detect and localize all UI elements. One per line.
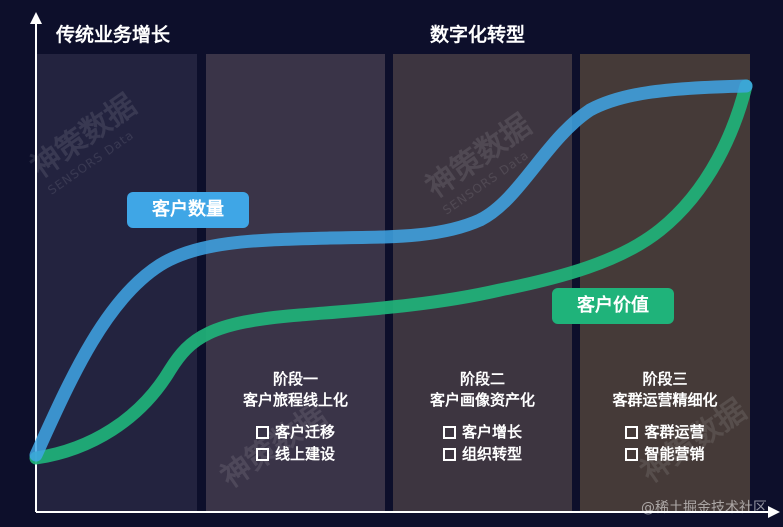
stage-three-list: 客群运营 智能营销 <box>625 421 705 465</box>
list-item: 智能营销 <box>625 443 705 465</box>
stage-one-title: 阶段一 <box>272 370 318 388</box>
stage-three-block: 阶段三 客群运营精细化 客群运营 智能营销 <box>580 369 750 467</box>
list-item-label: 客群运营 <box>644 422 705 441</box>
customer-value-label: 客户价值 <box>552 288 674 324</box>
stage-two-list: 客户增长 组织转型 <box>442 421 522 465</box>
customer-quantity-label: 客户数量 <box>127 192 249 228</box>
stage-three-band <box>580 54 750 512</box>
list-item: 组织转型 <box>442 443 522 465</box>
stage-two-title: 阶段二 <box>459 370 505 388</box>
stage-three-title: 阶段三 <box>642 370 688 388</box>
checkbox-icon <box>255 425 269 439</box>
stage-two-block: 阶段二 客户画像资产化 客户增长 组织转型 <box>393 369 572 467</box>
list-item-label: 组织转型 <box>461 444 522 463</box>
customer-quantity-curve <box>29 79 753 462</box>
customer-value-curve <box>29 79 753 465</box>
list-item-label: 线上建设 <box>274 444 335 463</box>
checkbox-icon <box>442 447 456 461</box>
list-item: 客群运营 <box>625 421 705 443</box>
checkbox-icon <box>625 447 639 461</box>
digital-transformation-heading: 数字化转型 <box>430 24 526 46</box>
stage-one-block: 阶段一 客户旅程线上化 客户迁移 线上建设 <box>206 369 385 467</box>
list-item: 线上建设 <box>255 443 335 465</box>
list-item: 客户迁移 <box>255 421 335 443</box>
stage-one-list: 客户迁移 线上建设 <box>255 421 335 465</box>
stage-one-subtitle: 客户旅程线上化 <box>242 391 348 409</box>
source-credit: @稀土掘金技术社区 <box>641 500 767 516</box>
x-axis-arrow <box>768 506 780 518</box>
list-item: 客户增长 <box>442 421 522 443</box>
checkbox-icon <box>442 425 456 439</box>
checkbox-icon <box>625 425 639 439</box>
stage-two-subtitle: 客户画像资产化 <box>429 391 535 409</box>
y-axis-arrow <box>30 12 42 24</box>
stage-three-subtitle: 客群运营精细化 <box>612 391 718 409</box>
list-item-label: 智能营销 <box>644 444 705 463</box>
traditional-growth-band <box>37 54 197 512</box>
checkbox-icon <box>255 447 269 461</box>
traditional-growth-heading: 传统业务增长 <box>56 24 171 46</box>
stage-one-band <box>206 54 385 512</box>
list-item-label: 客户迁移 <box>274 422 335 441</box>
list-item-label: 客户增长 <box>461 422 522 441</box>
